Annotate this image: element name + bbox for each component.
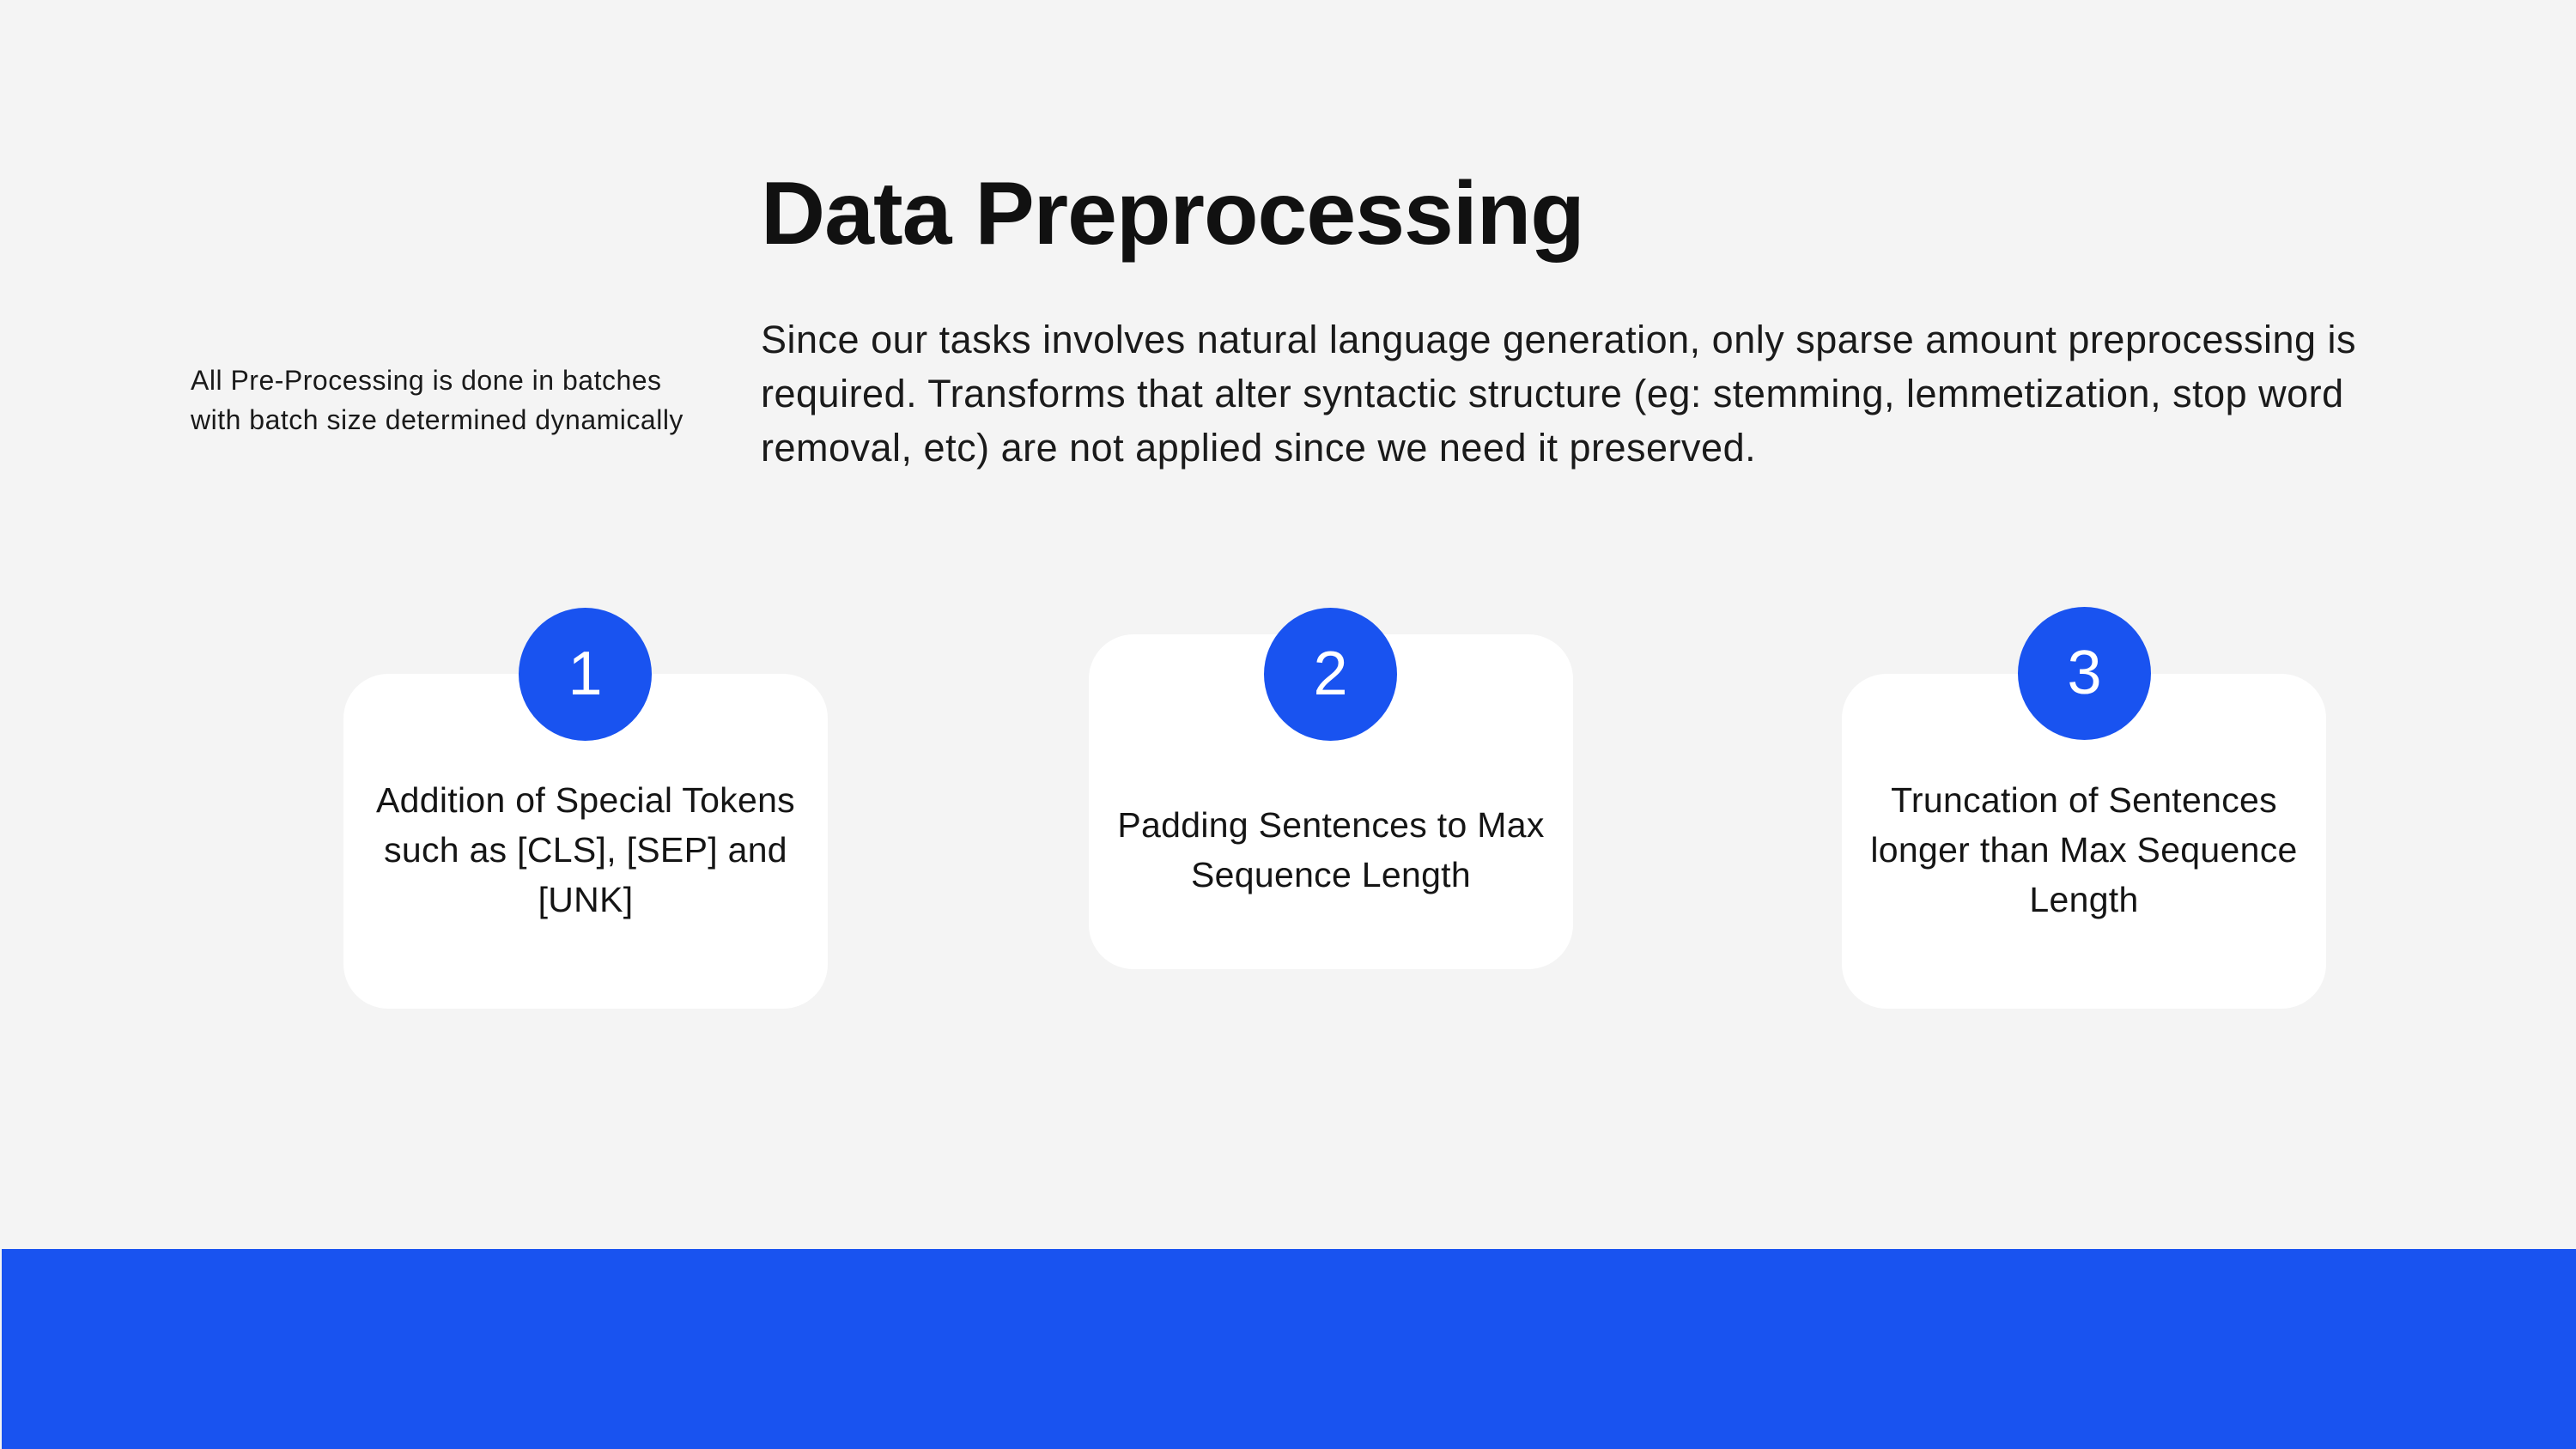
step-card-3: Truncation of Sentences longer than Max …	[1842, 674, 2326, 1009]
footer-band	[2, 1249, 2576, 1449]
step-2-text: Padding Sentences to Max Sequence Length	[1117, 805, 1545, 894]
intro-paragraph: Since our tasks involves natural languag…	[761, 318, 2357, 470]
step-1-number-badge: 1	[519, 608, 652, 741]
side-note: All Pre-Processing is done in batches wi…	[191, 365, 683, 435]
step-3-number-badge: 3	[2018, 607, 2151, 740]
slide-title: Data Preprocessing	[761, 164, 1585, 264]
step-2-number-badge: 2	[1264, 608, 1397, 741]
step-3-text: Truncation of Sentences longer than Max …	[1870, 780, 2298, 919]
step-1-text: Addition of Special Tokens such as [CLS]…	[376, 780, 795, 919]
